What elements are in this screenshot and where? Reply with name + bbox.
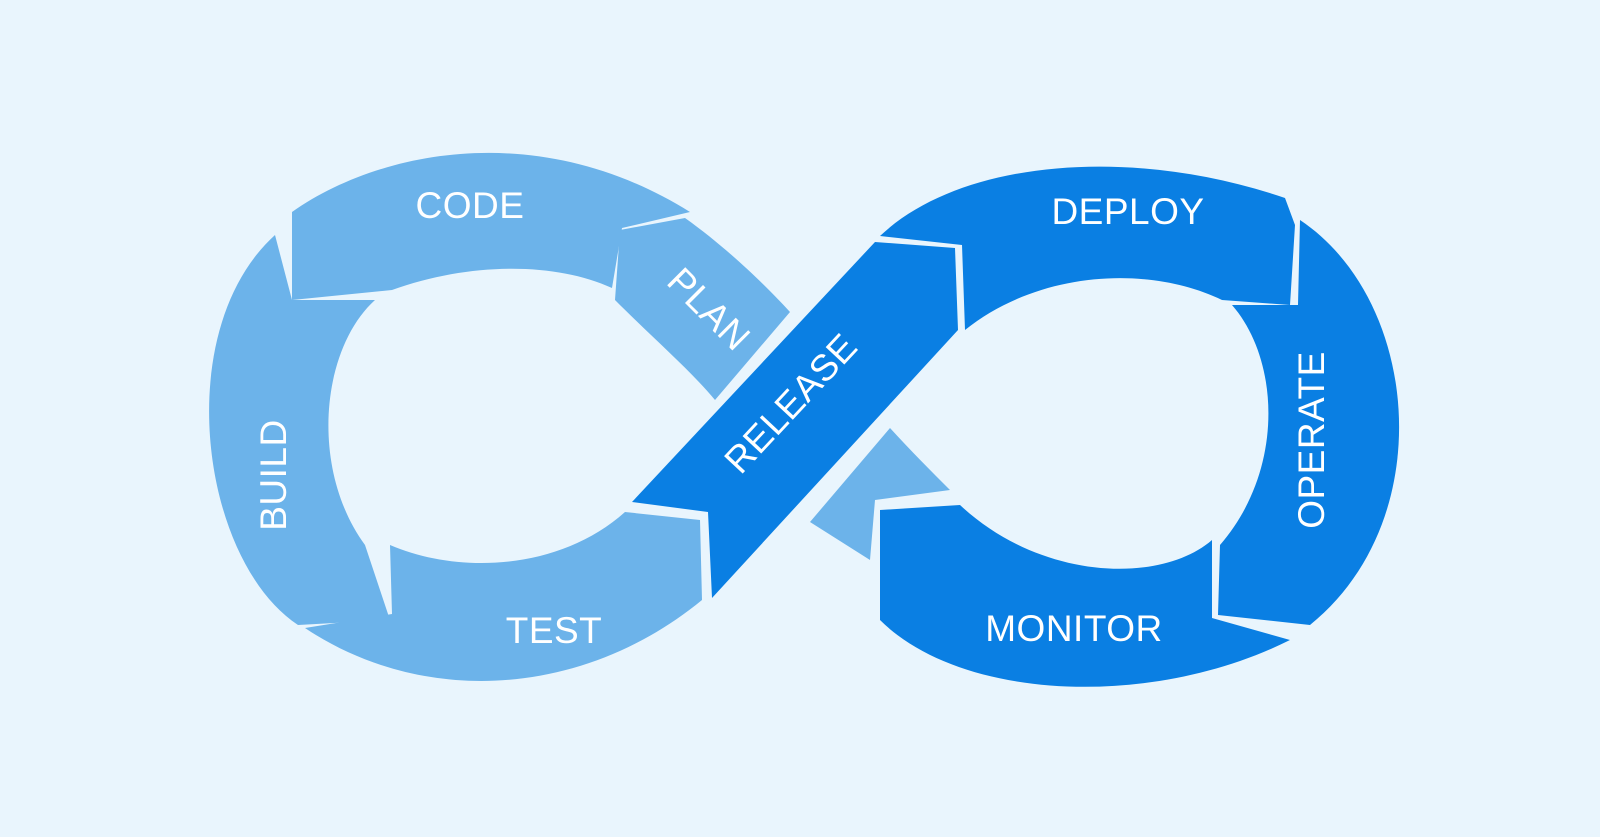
segment-plan [615, 218, 790, 400]
label-build: BUILD [253, 419, 294, 530]
segment-operate [1218, 220, 1400, 625]
segment-release [632, 242, 958, 598]
segment-connector-light [810, 428, 950, 560]
segment-deploy [880, 166, 1295, 330]
segment-test [305, 512, 702, 681]
segment-monitor [880, 505, 1290, 687]
left-loop [209, 152, 950, 681]
label-monitor: MONITOR [985, 608, 1163, 649]
segment-code [292, 152, 690, 300]
label-code: CODE [416, 185, 525, 226]
right-loop [632, 166, 1400, 687]
label-test: TEST [506, 610, 603, 651]
label-deploy: DEPLOY [1051, 191, 1204, 232]
label-operate: OPERATE [1291, 351, 1332, 529]
segment-build [209, 235, 390, 625]
